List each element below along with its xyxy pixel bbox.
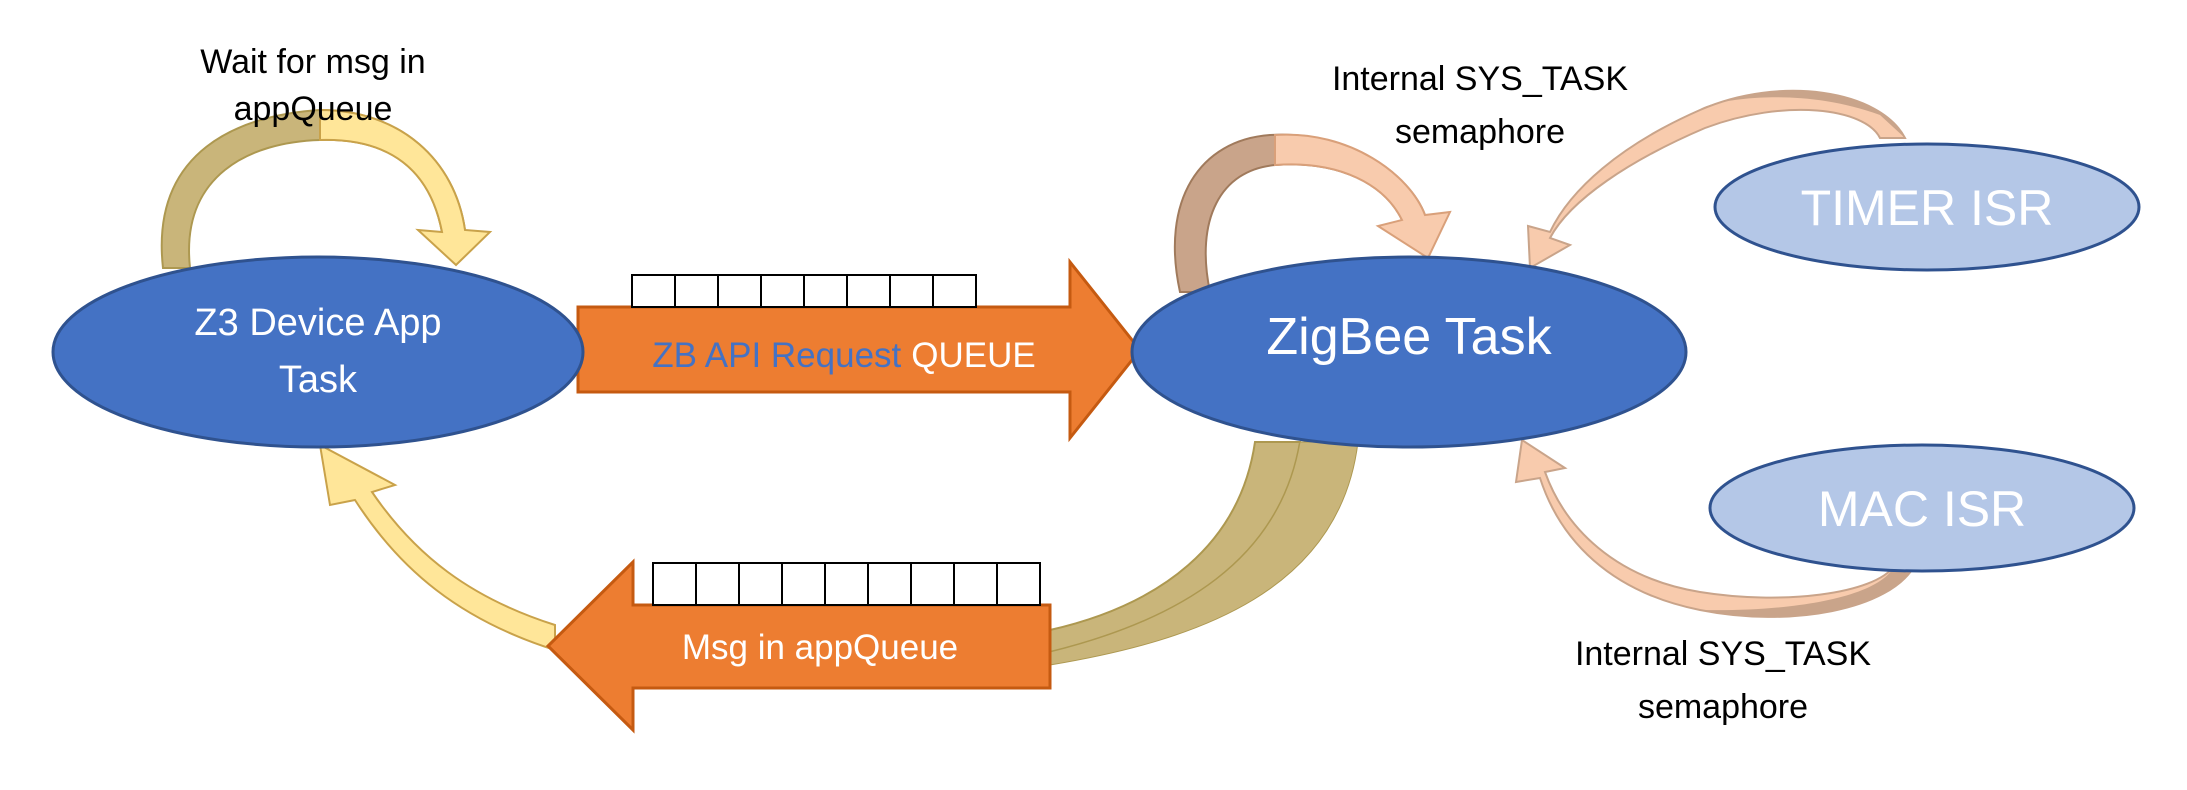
app-queue-label: Msg in appQueue [682,628,958,667]
zigbee-self-loop-arrow [1173,133,1452,293]
app-task-label-line2: Task [279,359,358,401]
queue-slot [760,274,805,308]
request-queue-slots [631,274,977,308]
timer-isr-label: TIMER ISR [1801,180,2054,236]
queue-slot [781,562,826,606]
request-queue-label-part2: QUEUE [911,336,1035,375]
sys-task-top-annotation-line1: Internal SYS_TASK [1332,60,1628,98]
queue-slot [953,562,998,606]
app-queue-arrow [545,558,1052,734]
queue-slot [738,562,783,606]
app-task-node: Z3 Device App Task [51,255,585,449]
queue-slot [631,274,676,308]
queue-slot [867,562,912,606]
queue-slot [910,562,955,606]
timer-isr-node: TIMER ISR [1713,142,2141,272]
sys-task-top-annotation-line2: semaphore [1395,113,1565,151]
app-wait-annotation-line1: Wait for msg in [200,43,425,81]
sys-task-bottom-annotation-line1: Internal SYS_TASK [1575,635,1871,673]
queue-slot [674,274,719,308]
mac-isr-label: MAC ISR [1818,481,2026,537]
queue-slot [889,274,934,308]
zigbee-task-node: ZigBee Task [1130,255,1688,449]
queue-slot [824,562,869,606]
request-queue-arrow [576,257,1142,443]
queue-slot [846,274,891,308]
queue-slot [803,274,848,308]
app-wait-loop-arrow [160,108,493,269]
queue-slot [652,562,697,606]
queue-slot [695,562,740,606]
zigbee-to-appqueue-curve [1049,441,1359,666]
queue-slot [996,562,1041,606]
request-queue-label: ZB API Request QUEUE [652,336,1036,375]
app-wait-annotation-line2: appQueue [234,90,393,128]
zigbee-task-label: ZigBee Task [1266,308,1552,366]
appqueue-to-app-curve [318,443,556,652]
queue-slot [932,274,977,308]
sys-task-bottom-annotation-line2: semaphore [1638,688,1808,726]
app-task-label-line1: Z3 Device App [194,302,441,344]
queue-slot [717,274,762,308]
mac-isr-node: MAC ISR [1708,443,2136,573]
app-queue-slots [652,562,1041,606]
request-queue-label-part1: ZB API Request [652,336,901,375]
